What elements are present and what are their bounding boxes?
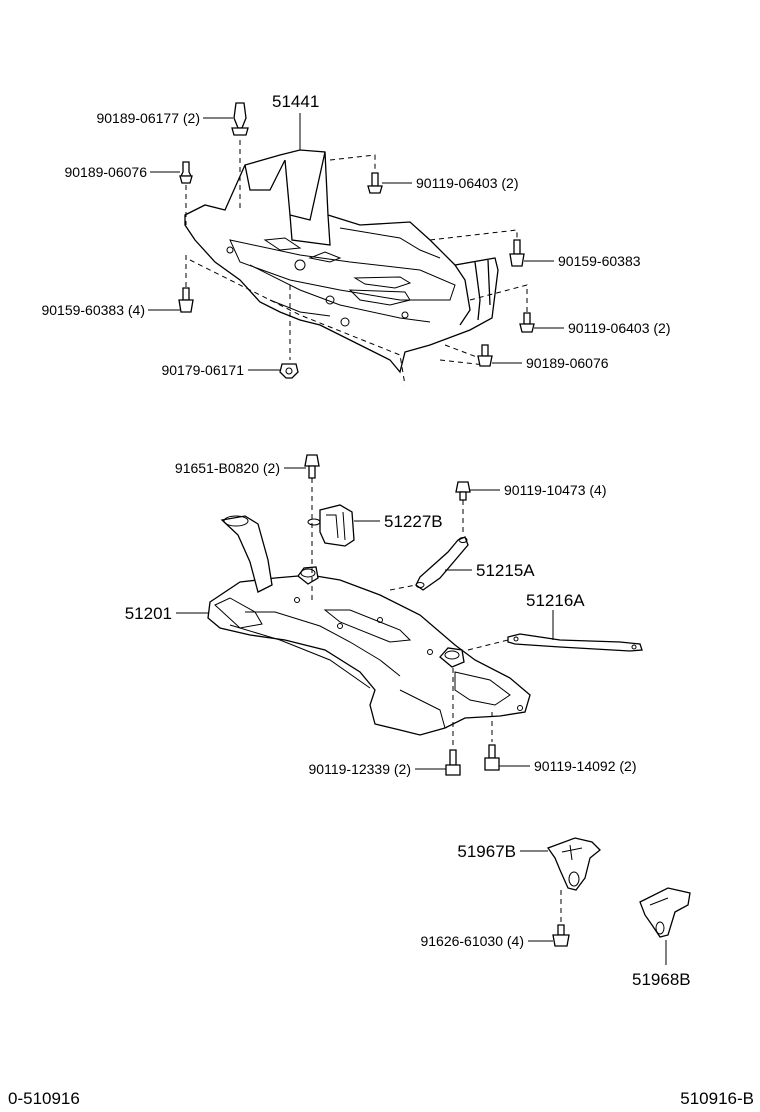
guide-lines-middle (311, 478, 509, 748)
callout-90189-06177: 90189-06177 (2) (96, 110, 200, 126)
callout-51201: 51201 (125, 604, 172, 623)
footer-right-code: 510916-B (680, 1089, 754, 1108)
callout-51968b: 51968B (632, 970, 691, 989)
fastener-bolt-91626-61030 (552, 924, 570, 947)
footer-left-code: 0-510916 (8, 1089, 80, 1108)
callout-90159-60383-left: 90159-60383 (4) (41, 302, 145, 318)
fastener-bolt-90119-12339 (445, 749, 461, 776)
fastener-nut-90179-06171 (279, 363, 299, 379)
callout-90159-60383-right: 90159-60383 (558, 253, 641, 269)
callout-90119-06403-top: 90119-06403 (2) (416, 175, 518, 191)
callout-51441: 51441 (272, 92, 319, 111)
leaders-middle (176, 467, 554, 770)
bracket-51967b (546, 837, 601, 891)
callout-90119-12339: 90119-12339 (2) (309, 761, 411, 777)
callout-51967b: 51967B (457, 842, 516, 861)
callout-90179-06171: 90179-06171 (161, 362, 244, 378)
front-crossmember (207, 515, 531, 736)
fastener-bolt-90119-06403-right (519, 312, 535, 333)
callout-90189-06076-left: 90189-06076 (64, 164, 147, 180)
fastener-screw-90159-60383-right (509, 239, 525, 267)
callout-90119-14092: 90119-14092 (2) (534, 758, 636, 774)
fastener-bolt-91651-b0820 (304, 454, 320, 479)
fastener-bolt-90119-14092 (484, 744, 500, 771)
bracket-51968b (639, 887, 691, 938)
fastener-bolt-90119-10473 (455, 481, 471, 501)
callout-51215a: 51215A (476, 561, 535, 580)
fastener-clip-90189-06076-bottom (477, 344, 493, 367)
guide-lines-upper (185, 140, 528, 386)
leaders-upper (148, 113, 564, 371)
fastener-clip-90189-06076-left (179, 161, 193, 184)
callout-51227b: 51227B (384, 512, 443, 531)
fastener-bolt-90119-06403-top (367, 172, 383, 194)
callout-90119-06403-right: 90119-06403 (2) (568, 320, 670, 336)
stay-51216a (507, 633, 643, 652)
callout-90189-06076-bottom: 90189-06076 (526, 355, 609, 371)
fastener-clip-90189-06177 (231, 102, 249, 136)
bracket-51227b (307, 504, 355, 547)
stay-51215a (415, 536, 469, 591)
callout-91626-61030: 91626-61030 (4) (420, 933, 524, 949)
callout-91651-b0820: 91651-B0820 (2) (175, 460, 280, 476)
fastener-screw-90159-60383-left (178, 287, 194, 313)
leaders-lower (520, 850, 667, 965)
callout-51216a: 51216A (526, 591, 585, 610)
callout-90119-10473: 90119-10473 (4) (504, 482, 606, 498)
